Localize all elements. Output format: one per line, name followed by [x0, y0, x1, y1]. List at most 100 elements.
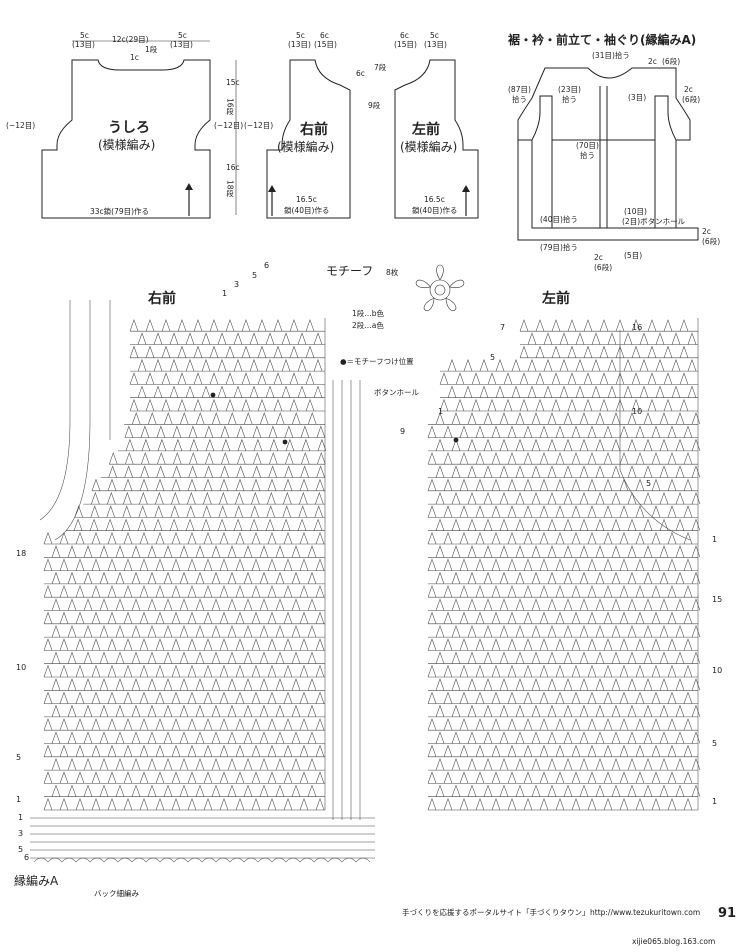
- footer: 手づくりを応援するポータルサイト「手づくりタウン」 http://www.tez…: [402, 906, 736, 946]
- rf-stitch-grid: [30, 300, 375, 863]
- motif-marker: ●＝モチーフつけ位置: [340, 356, 414, 366]
- rf-edging-label: 縁編みA: [14, 873, 59, 888]
- edging-hem-left-pick: (40目)拾う: [540, 214, 578, 224]
- rf-chart-title: 右前: [147, 290, 176, 307]
- right-front-outline: [266, 59, 351, 219]
- rf-edge-label-5: 5: [18, 845, 23, 854]
- rf-side: (−12目): [244, 121, 273, 130]
- footer-text: 手づくりを応援するポータルサイト「手づくりタウン」: [402, 907, 590, 917]
- rf-top-label-6: 6: [264, 261, 269, 270]
- page-number: 91: [718, 906, 736, 921]
- lf-bottom: 鎖(40目)作る: [412, 205, 457, 215]
- lf-row-label-5: 5: [646, 479, 651, 488]
- edging-neck-side-right: (3目): [628, 93, 646, 102]
- edging-front-band: [599, 86, 608, 228]
- edging-neck-side-left: (23目): [558, 85, 581, 94]
- motif-row2: 2段…a色: [352, 320, 384, 330]
- lf-row-label-5b: 5: [712, 739, 717, 748]
- back-top-left-sts: (13目): [72, 40, 95, 49]
- back-armhole-cm: 15c: [226, 78, 240, 87]
- motif-title: モチーフ: [326, 264, 373, 278]
- edging-right-2c: 2c: [684, 85, 693, 94]
- rf-edge-label-1: 1: [18, 813, 23, 822]
- lf-left-label-9: 9: [400, 427, 405, 436]
- lf-neck-rows-a: 7段: [374, 62, 387, 72]
- right-front-chart: 右前 ボタンホール 18 10 5 1 1 3 5 6 3 5 6 1 縁編みA…: [14, 261, 419, 898]
- edging-bottom-2c: 2c: [594, 253, 603, 262]
- back-top-right: 5c: [178, 31, 187, 40]
- rf-top-label-5: 5: [252, 271, 257, 280]
- back-title: うしろ: [108, 120, 150, 136]
- lf-neck-cm: 6c: [356, 69, 365, 78]
- right-front-schematic: 5c (13目) 6c (15目) 右前 (模様編み) (−12目) 16.5c…: [244, 31, 351, 219]
- edging-hem-back-pick: (79目)拾う: [540, 242, 578, 252]
- edging-hem-6rows: (6段): [702, 236, 720, 246]
- lf-motif-dot: [453, 437, 459, 443]
- back-body-cm: 16c: [226, 163, 240, 172]
- motif-row1: 1段…b色: [352, 308, 385, 318]
- rf-edge-label-3: 3: [18, 829, 23, 838]
- rf-top-a: 5c: [296, 31, 305, 40]
- lf-bottom-cm: 16.5c: [424, 195, 445, 204]
- rf-back-sc-label: バック細編み: [94, 888, 139, 898]
- rf-top-label-3: 3: [234, 280, 239, 289]
- lf-top-a: 6c: [400, 31, 409, 40]
- edging-bottom-5: (5目): [624, 251, 642, 260]
- lf-neck-rows-b: 9段: [368, 100, 381, 110]
- back-top-right-sts: (13目): [170, 40, 193, 49]
- rf-bottom-cm: 16.5c: [296, 195, 317, 204]
- edging-neck-side-left2: 拾う: [562, 94, 577, 104]
- back-top-mid: 12c(29目): [112, 35, 149, 44]
- back-body-rows: 18段: [225, 180, 234, 198]
- lf-stitch-grid: [427, 318, 701, 811]
- back-side-right: (−12目): [214, 121, 243, 130]
- edging-hem-right-pick: (10目): [624, 207, 647, 216]
- rf-edge-label-6: 6: [24, 853, 29, 862]
- lf-row-label-1: 1: [712, 535, 717, 544]
- rf-title: 右前: [299, 121, 328, 138]
- back-schematic: 5c (13目) 12c(29目) 5c (13目) 1c 1段 うしろ (模様…: [6, 31, 243, 219]
- rf-row-label-10: 10: [16, 663, 26, 672]
- back-bottom: 33c鎖(79目)作る: [90, 206, 149, 216]
- left-front-outline: [394, 59, 479, 219]
- edging-front-pick2: 拾う: [580, 150, 595, 160]
- back-arrow-head: [185, 183, 193, 190]
- rf-row-label-5: 5: [16, 753, 21, 762]
- back-top-left: 5c: [80, 31, 89, 40]
- rf-top-b: 6c: [320, 31, 329, 40]
- lf-left-label-7: 7: [500, 323, 505, 332]
- lf-title: 左前: [411, 121, 440, 138]
- lf-row-label-10: 10: [632, 407, 642, 416]
- back-outline: [41, 59, 211, 219]
- lf-top-a-sts: (15目): [394, 40, 417, 49]
- edging-armhole-pick2: 拾う: [512, 94, 527, 104]
- left-front-schematic: 6c (15目) 5c (13目) 6c 7段 9段 左前 (模様編み) 16.…: [356, 31, 479, 219]
- lf-subtitle: (模様編み): [400, 139, 457, 154]
- back-neck-rows: 1段: [145, 44, 158, 54]
- lf-row-label-10b: 10: [712, 666, 722, 675]
- lf-row-label-15: 15: [712, 595, 722, 604]
- lf-row-label-16: 16: [632, 323, 642, 332]
- watermark: xijie065.blog.163.com: [632, 937, 715, 946]
- rf-top-a-sts: (13目): [288, 40, 311, 49]
- rf-motif-dot-1: [210, 392, 216, 398]
- lf-arrow-head: [462, 185, 470, 192]
- motif-flower: [415, 264, 465, 311]
- edging-button-hole: (2目)ボタンホール: [622, 217, 686, 226]
- edging-body: [517, 140, 699, 241]
- back-side-left: (−12目): [6, 121, 35, 130]
- rf-motif-dot-2: [282, 439, 288, 445]
- edging-hem-2c: 2c: [702, 227, 711, 236]
- lf-top-b-sts: (13目): [424, 40, 447, 49]
- lf-left-label-1: 1: [438, 407, 443, 416]
- edging-inner-lines: [551, 140, 677, 228]
- lf-row-label-1b: 1: [712, 797, 717, 806]
- lf-chart-title: 左前: [541, 290, 570, 307]
- rf-subtitle: (模様編み): [277, 139, 334, 154]
- motif-count: 8枚: [386, 267, 399, 277]
- rf-row-label-18: 18: [16, 549, 26, 558]
- left-front-chart: 左前 16 10 5 1 15 10 5 1 7 5 1 9: [400, 290, 722, 811]
- back-subtitle: (模様編み): [98, 137, 155, 152]
- edging-bottom-6rows: (6段): [594, 262, 612, 272]
